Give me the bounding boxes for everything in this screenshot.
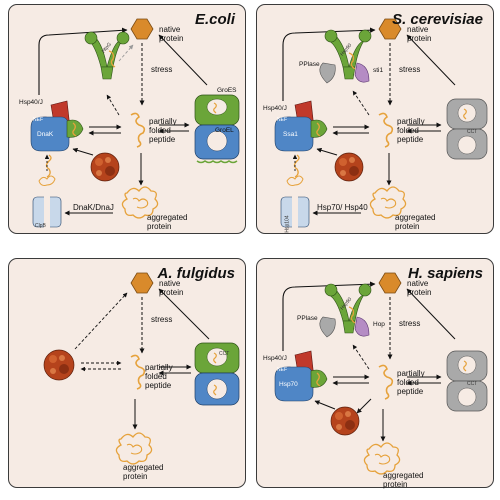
arrow-ssa1-to-native <box>282 27 376 101</box>
partially-folded-label: partially folded peptide <box>145 363 173 390</box>
arrow-dnak-to-native <box>38 27 128 95</box>
arrow-hsp70-to-native <box>282 281 376 351</box>
hsp40-label: Hsp40/J <box>263 355 287 362</box>
panel-a-fulgidus: A. fulgidus native protein stress partia… <box>8 258 246 488</box>
hsp70-complex <box>274 350 328 402</box>
aggregated-label: aggregated protein <box>383 471 424 489</box>
hsap-diagram <box>274 272 488 475</box>
arrow-ball-native <box>74 292 128 350</box>
cct-chaperonin <box>446 98 488 160</box>
arrow-ball-ssa1 <box>316 147 338 156</box>
scer-diagram <box>274 18 488 229</box>
aggregated-protein-blob <box>369 186 407 219</box>
arrow-peptide-hsp90 <box>352 90 370 116</box>
panel-ecoli: E.coli native protein stress Hsp40/J NEF… <box>8 4 246 234</box>
nef-label: NEF <box>33 117 43 123</box>
groes-label: GroES <box>217 87 237 94</box>
hsp90-complex <box>319 29 372 84</box>
dnak-complex <box>30 100 84 152</box>
stress-label: stress <box>151 65 173 74</box>
panel-s-cerevisiae: S. cerevisiae native protein stress Hsp4… <box>256 4 494 234</box>
hsp104-label: Hsp104 <box>284 215 291 233</box>
pplase-label: PPlase <box>297 315 318 322</box>
partially-folded-peptide-squiggle <box>130 354 146 390</box>
ssa1-complex <box>274 100 328 152</box>
clpb-label: ClpB <box>35 223 46 229</box>
native-protein-hexagon <box>130 18 154 40</box>
panel-title: E.coli <box>194 11 235 28</box>
native-protein-hexagon <box>378 272 402 294</box>
partially-folded-peptide-squiggle <box>378 112 394 148</box>
aful-diagram <box>43 272 240 465</box>
cct-label: CCT <box>467 129 478 135</box>
aggregated-protein-blob <box>121 186 159 219</box>
sti1-label: sti1 <box>373 67 384 74</box>
arrow-cct-native <box>406 288 456 340</box>
partially-folded-label: partially folded peptide <box>149 117 177 144</box>
aggregate-ball <box>43 349 75 381</box>
arrow-groel-native <box>158 34 208 86</box>
stress-label: stress <box>399 65 421 74</box>
partially-folded-label: partially folded peptide <box>397 369 425 396</box>
arrow-cct-native <box>406 34 456 86</box>
arrow-peptide-ball <box>356 398 372 414</box>
cct-label: CCT <box>219 351 230 357</box>
aggregated-label: aggregated protein <box>395 213 436 231</box>
aggregated-protein-blob <box>115 432 153 465</box>
arrow-ball-hsp70 <box>314 400 336 410</box>
aggregated-protein-blob <box>363 442 401 475</box>
groel-groes <box>194 94 240 164</box>
hsp90-complex <box>319 283 372 338</box>
native-protein-label: native protein <box>407 279 432 297</box>
hsp104-disaggregase <box>280 154 310 229</box>
stress-label: stress <box>151 315 173 324</box>
hop-label: Hop <box>373 321 385 328</box>
arrow-ball-dnak <box>72 147 94 156</box>
nef-label: NEF <box>277 367 287 373</box>
aggregate-ball <box>90 152 120 182</box>
pplase-label: PPlase <box>299 61 320 68</box>
panel-h-sapiens: H. sapiens native protein stress Hsp40/J… <box>256 258 494 489</box>
arrow-peptide-hsp90 <box>352 344 370 370</box>
ssa1-label: Ssa1 <box>283 131 298 138</box>
clpb-disaggregase <box>32 154 62 229</box>
partially-folded-label: partially folded peptide <box>397 117 425 144</box>
arrow-peptide-htpg <box>106 94 120 116</box>
cct-chaperonin <box>194 342 240 406</box>
dnak-dnaj-label: DnaK/DnaJ <box>73 203 114 212</box>
native-protein-label: native protein <box>159 279 184 297</box>
stress-label: stress <box>399 319 421 328</box>
native-protein-label: native protein <box>407 25 432 43</box>
hsp70-hsp40-label: Hsp70/ Hsp40 <box>317 203 368 212</box>
partially-folded-peptide-squiggle <box>378 364 394 400</box>
aggregate-ball <box>330 406 360 436</box>
cct-label: CCT <box>467 381 478 387</box>
aggregate-ball <box>334 152 364 182</box>
dnak-label: DnaK <box>37 131 54 138</box>
partially-folded-peptide-squiggle <box>130 112 146 148</box>
hsp40-label: Hsp40/J <box>19 99 43 106</box>
panel-title: S. cerevisiae <box>392 11 483 28</box>
groel-label: GroEL <box>215 127 234 134</box>
aggregated-label: aggregated protein <box>123 463 164 481</box>
nef-label: NEF <box>277 117 287 123</box>
ecoli-diagram <box>30 18 240 229</box>
native-protein-label: native protein <box>159 25 184 43</box>
arrow-htpg-native <box>118 44 134 62</box>
native-protein-hexagon <box>378 18 402 40</box>
hsp40-label: Hsp40/J <box>263 105 287 112</box>
native-protein-hexagon <box>130 272 154 294</box>
panel-title: A. fulgidus <box>157 265 236 282</box>
htpg-chaperone <box>84 31 130 80</box>
panel-title: H. sapiens <box>407 265 483 282</box>
aggregated-label: aggregated protein <box>147 213 188 231</box>
hsp70-label: Hsp70 <box>279 381 298 388</box>
cct-chaperonin <box>446 350 488 412</box>
arrow-cct-native <box>158 288 210 340</box>
